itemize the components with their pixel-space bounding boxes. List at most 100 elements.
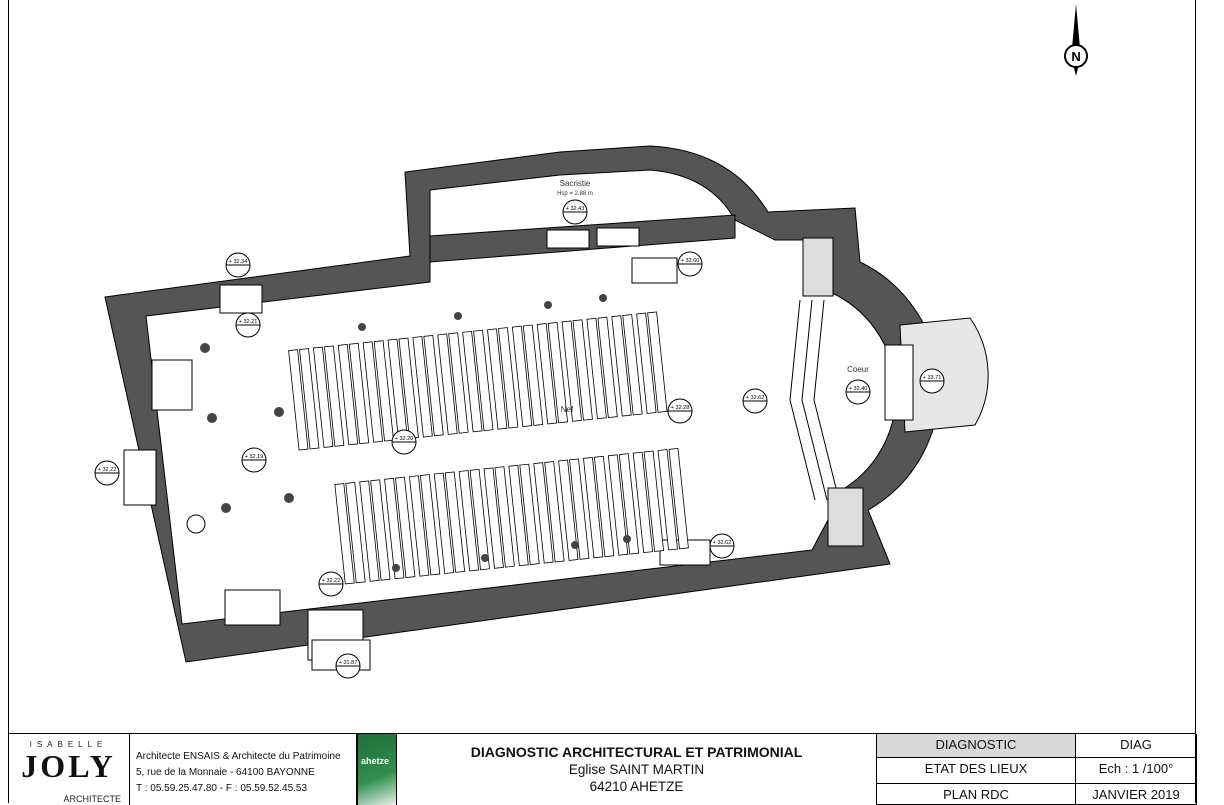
pew xyxy=(384,477,405,580)
pew xyxy=(337,344,359,446)
pew xyxy=(370,479,391,581)
pew xyxy=(362,341,384,443)
pew xyxy=(632,451,654,554)
pew xyxy=(622,314,643,416)
pew xyxy=(611,315,632,417)
sheet-name: PLAN RDC xyxy=(877,784,1076,805)
svg-text:+ 32.22: + 32.22 xyxy=(98,467,117,473)
date: JANVIER 2019 xyxy=(1076,784,1197,805)
pew xyxy=(498,327,519,429)
level-marker: + 33.71 xyxy=(919,368,945,394)
pew xyxy=(288,349,309,451)
room-label-nef: Nef xyxy=(561,405,574,414)
pew xyxy=(313,346,334,448)
drawing-frame xyxy=(8,0,1196,803)
pew xyxy=(448,332,469,434)
pew xyxy=(433,472,455,574)
pew xyxy=(561,320,582,422)
pew xyxy=(511,325,533,427)
phase: DIAGNOSTIC xyxy=(877,734,1076,758)
svg-text:N: N xyxy=(1071,49,1080,64)
svg-text:+ 32.21: + 32.21 xyxy=(239,319,258,325)
svg-text:+ 32.62: + 32.62 xyxy=(713,540,732,546)
pew xyxy=(348,342,370,445)
pew xyxy=(359,480,380,582)
svg-text:+ 32.28: + 32.28 xyxy=(671,405,690,411)
pew xyxy=(494,466,515,568)
project-title: DIAGNOSTIC ARCHITECTURAL ET PATRIMONIAL … xyxy=(397,734,877,805)
pew xyxy=(395,476,416,579)
svg-text:+ 32.20: + 32.20 xyxy=(395,436,414,442)
scale: Ech : 1 /100° xyxy=(1076,758,1197,784)
phase-code: DIAG xyxy=(1076,734,1197,758)
address-line: Architecte ENSAIS & Architecte du Patrim… xyxy=(136,751,341,762)
level-marker: + 32.28 xyxy=(667,398,693,424)
level-marker: + 32.40 xyxy=(845,379,871,405)
svg-text:+ 32.43: + 32.43 xyxy=(566,206,585,212)
pew xyxy=(473,329,494,432)
pew xyxy=(586,317,607,420)
pew xyxy=(423,335,444,437)
pew xyxy=(547,321,569,424)
level-markers: + 32.34 + 32.21 + 32.19 + 32.22 + 32.20 … xyxy=(94,199,945,679)
svg-text:+ 33.71: + 33.71 xyxy=(923,375,942,381)
project-building: Eglise SAINT MARTIN xyxy=(568,762,705,777)
logo-top: ISABELLE xyxy=(29,740,108,749)
floor-plan: Sacristie Hsp = 2.88 m Nef Coeur + 32.34… xyxy=(94,4,1088,679)
architect-logo: ISABELLE JOLY ARCHITECTE xyxy=(8,734,130,805)
pew xyxy=(419,474,441,576)
pew xyxy=(408,475,430,577)
pew xyxy=(345,481,366,584)
level-marker: + 32.22 xyxy=(318,571,344,597)
pew xyxy=(508,464,529,567)
level-marker: + 31.87 xyxy=(335,653,361,679)
pew xyxy=(373,340,394,442)
pew xyxy=(657,449,678,551)
level-marker: + 32.62 xyxy=(742,388,768,414)
svg-text:+ 32.40: + 32.40 xyxy=(849,386,868,392)
pew xyxy=(487,328,508,430)
title-block: ISABELLE JOLY ARCHITECTE Architecte ENSA… xyxy=(8,733,1197,805)
pew xyxy=(569,458,590,560)
pew xyxy=(299,348,320,450)
pew xyxy=(412,336,433,438)
address-line: 5, rue de la Monnaie - 64100 BAYONNE xyxy=(136,767,315,778)
address-line: T : 05.59.25.47.80 - F : 05.59.52.45.53 xyxy=(136,783,308,794)
pew xyxy=(437,333,458,435)
level-marker: + 32.60 xyxy=(677,251,703,277)
pew xyxy=(572,319,593,421)
pew xyxy=(533,462,554,564)
level-marker: + 32.22 xyxy=(94,460,120,486)
pew xyxy=(462,330,483,433)
pew xyxy=(522,324,544,426)
pew xyxy=(597,316,618,419)
logo-sub: ARCHITECTE xyxy=(63,794,121,804)
svg-text:+ 32.19: + 32.19 xyxy=(245,454,264,460)
choir-steps xyxy=(789,237,864,547)
pew xyxy=(583,457,604,559)
pews xyxy=(288,311,689,585)
pew xyxy=(483,467,504,569)
pew xyxy=(607,454,629,556)
pew xyxy=(458,470,480,572)
pew xyxy=(647,311,668,413)
document-type: ETAT DES LIEUX xyxy=(877,758,1076,784)
level-marker: + 32.43 xyxy=(562,199,588,225)
level-marker: + 32.20 xyxy=(391,429,417,455)
pew xyxy=(593,455,615,558)
architect-address: Architecte ENSAIS & Architecte du Patrim… xyxy=(130,734,357,805)
pew xyxy=(334,483,355,585)
level-marker: + 32.21 xyxy=(235,312,261,338)
room-label-coeur: Coeur xyxy=(847,365,869,374)
logo-name: JOLY xyxy=(21,748,116,784)
pew xyxy=(444,471,466,573)
pew xyxy=(618,453,640,555)
svg-text:+ 31.87: + 31.87 xyxy=(339,660,358,666)
doors xyxy=(123,227,640,671)
north-arrow-icon: N xyxy=(1064,4,1088,76)
altar xyxy=(884,317,989,433)
pew xyxy=(558,459,579,561)
pew xyxy=(323,345,345,447)
svg-text:+ 32.34: + 32.34 xyxy=(229,259,248,265)
pew xyxy=(519,463,540,565)
